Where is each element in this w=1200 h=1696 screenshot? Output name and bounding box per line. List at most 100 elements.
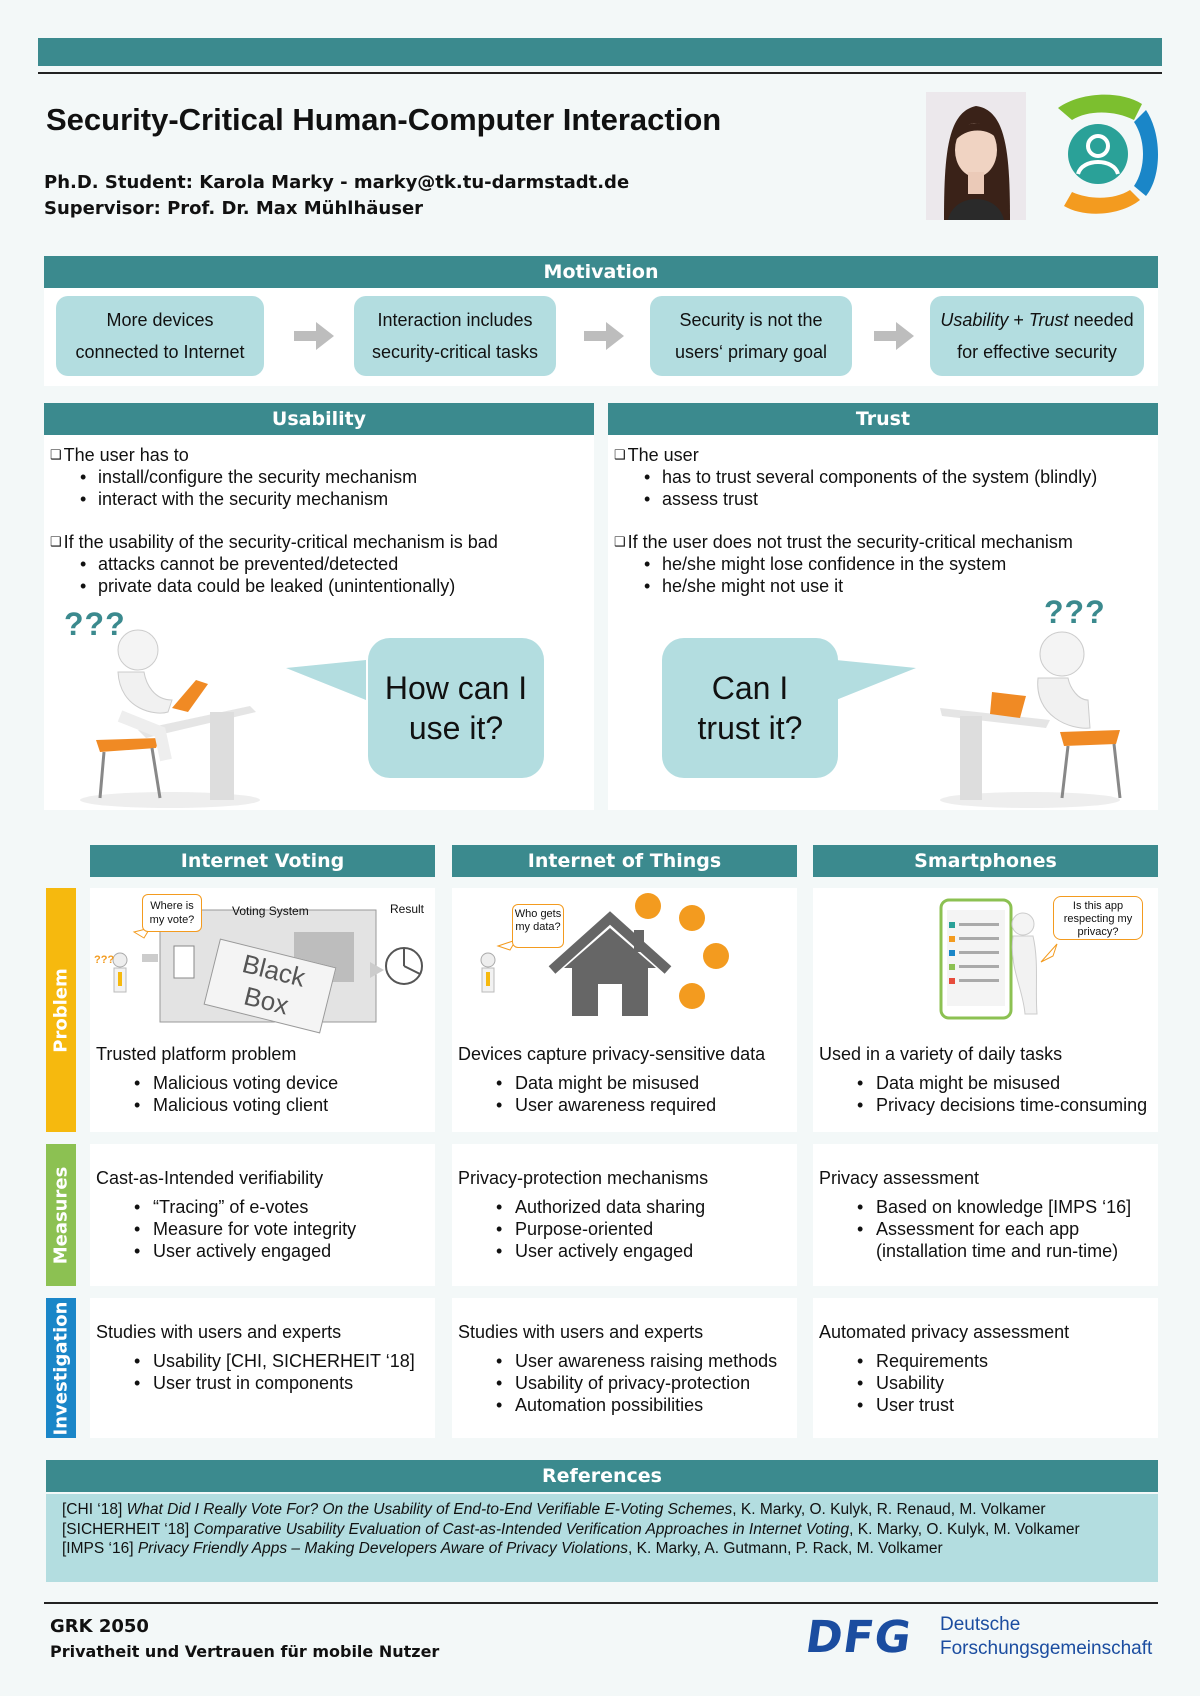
list-item: private data could be leaked (unintentio… <box>78 575 455 597</box>
reference-authors: , K. Marky, O. Kulyk, R. Renaud, M. Volk… <box>732 1501 1046 1518</box>
list-item: Automation possibilities <box>496 1394 777 1416</box>
footer-subtitle: Privatheit und Vertrauen für mobile Nutz… <box>50 1642 440 1661</box>
reference-tag: [SICHERHEIT ‘18] <box>62 1520 194 1538</box>
investigation-title: Studies with users and experts <box>96 1322 342 1342</box>
list-item: Privacy decisions time-consuming <box>857 1094 1147 1116</box>
list-item: Purpose-oriented <box>496 1218 705 1240</box>
list-item: “Tracing” of e-votes <box>134 1196 356 1218</box>
question-marks: ??? <box>1044 594 1106 630</box>
motivation-box-3-line2: users‘ primary goal <box>674 342 828 362</box>
supervisor-line: Supervisor: Prof. Dr. Max Mühlhäuser <box>44 198 424 219</box>
reference-item: [IMPS ‘16] Privacy Friendly Apps – Makin… <box>62 1539 1142 1559</box>
measures-bullets: “Tracing” of e-votes Measure for vote in… <box>134 1196 356 1262</box>
list-item: User awareness raising methods <box>496 1350 777 1372</box>
motivation-trust-word: Trust <box>1028 310 1069 330</box>
list-item: Data might be misused <box>857 1072 1147 1094</box>
list-item: User actively engaged <box>134 1240 356 1262</box>
footer-grk: GRK 2050 <box>50 1616 149 1637</box>
motivation-usability-word: Usability <box>940 310 1009 330</box>
person-at-laptop-illustration <box>940 631 1122 808</box>
list-item: Usability [CHI, SICHERHEIT ‘18] <box>134 1350 415 1372</box>
grk-logo-icon <box>1050 88 1160 220</box>
result-label: Result <box>390 902 425 916</box>
motivation-box-2-line2: security-critical tasks <box>371 342 539 362</box>
usability-item-2-bullets: attacks cannot be prevented/detected pri… <box>78 553 455 597</box>
motivation-box-2-line1: Interaction includes <box>377 310 533 330</box>
motivation-box-4: Usability + Trust needed for effective s… <box>930 296 1144 376</box>
list-item: Data might be misused <box>496 1072 716 1094</box>
bubble-line-1: How can I <box>384 670 528 706</box>
motivation-box-3-line1: Security is not the <box>679 310 823 330</box>
measures-bullets: Authorized data sharing Purpose-oriented… <box>496 1196 705 1262</box>
reference-title: What Did I Really Vote For? On the Usabi… <box>126 1501 733 1518</box>
investigation-bullets: Requirements Usability User trust <box>857 1350 988 1416</box>
poster-title: Security-Critical Human-Computer Interac… <box>46 102 722 137</box>
measures-title: Privacy assessment <box>819 1168 980 1188</box>
list-item: interact with the security mechanism <box>78 488 417 510</box>
usability-item-1: The user has to <box>50 444 189 466</box>
list-item: User actively engaged <box>496 1240 705 1262</box>
column-header-internet-voting: Internet Voting <box>90 845 435 877</box>
footer-rule <box>44 1602 1158 1604</box>
trust-item-2-bullets: he/she might lose confidence in the syst… <box>642 553 1006 597</box>
usability-item-1-bullets: install/configure the security mechanism… <box>78 466 417 510</box>
problem-title: Devices capture privacy-sensitive data <box>458 1044 766 1064</box>
investigation-title: Automated privacy assessment <box>819 1322 1070 1342</box>
investigation-cell-internet-of-things: Studies with users and experts User awar… <box>452 1298 797 1438</box>
investigation-bullets: Usability [CHI, SICHERHEIT ‘18] User tru… <box>134 1350 415 1394</box>
trust-item-1: The user <box>614 444 699 466</box>
privacy-question-callout: Is this app respecting my privacy? <box>1053 896 1143 940</box>
list-item: he/she might not use it <box>642 575 1006 597</box>
top-banner <box>38 38 1162 66</box>
motivation-header: Motivation <box>44 256 1158 288</box>
reference-title: Comparative Usability Evaluation of Cast… <box>193 1520 850 1538</box>
voting-system-label: Voting System <box>232 904 309 918</box>
student-line: Ph.D. Student: Karola Marky - marky@tk.t… <box>44 172 630 193</box>
list-item: Malicious voting client <box>134 1094 338 1116</box>
row-label-investigation-text: Investigation <box>50 1301 72 1435</box>
bubble-line-1: Can I <box>711 670 789 706</box>
motivation-needed: needed <box>1068 310 1134 330</box>
measures-cell-internet-voting: Cast-as-Intended verifiability “Tracing”… <box>90 1144 435 1286</box>
reference-item: [CHI ‘18] What Did I Really Vote For? On… <box>62 1500 1142 1520</box>
problem-title: Used in a variety of daily tasks <box>819 1044 1063 1064</box>
bubble-line-2: trust it? <box>697 710 803 746</box>
reference-authors: , K. Marky, O. Kulyk, M. Volkamer <box>849 1520 1080 1538</box>
bubble-line-2: use it? <box>408 710 504 746</box>
motivation-box-1-line2: connected to Internet <box>75 342 245 362</box>
list-item: attacks cannot be prevented/detected <box>78 553 455 575</box>
motivation-box-3: Security is not the users‘ primary goal <box>650 296 852 376</box>
row-label-problem-text: Problem <box>50 967 72 1053</box>
portrait-photo <box>926 92 1026 220</box>
measures-cell-internet-of-things: Privacy-protection mechanisms Authorized… <box>452 1144 797 1286</box>
motivation-plus: + <box>1008 310 1029 330</box>
list-item: User awareness required <box>496 1094 716 1116</box>
problem-cell-internet-of-things: Who gets my data? Devices capture privac… <box>452 888 797 1132</box>
measures-title: Cast-as-Intended verifiability <box>96 1168 324 1188</box>
problem-bullets: Data might be misused User awareness req… <box>496 1072 716 1116</box>
reference-title: Privacy Friendly Apps – Making Developer… <box>137 1540 628 1557</box>
top-rule <box>38 72 1162 74</box>
investigation-title: Studies with users and experts <box>458 1322 704 1342</box>
trust-speech-bubble: Can I trust it? <box>662 638 838 778</box>
problem-bullets: Malicious voting device Malicious voting… <box>134 1072 338 1116</box>
reference-tag: [IMPS ‘16] <box>62 1540 138 1557</box>
row-label-measures-text: Measures <box>50 1166 72 1264</box>
usability-speech-bubble: How can I use it? <box>368 638 544 778</box>
measures-cell-smartphones: Privacy assessment Based on knowledge [I… <box>813 1144 1158 1286</box>
usability-header: Usability <box>44 403 594 435</box>
smartphone-illustration <box>939 898 1058 1020</box>
list-item: Malicious voting device <box>134 1072 338 1094</box>
list-item: Based on knowledge [IMPS ‘16] <box>857 1196 1131 1218</box>
list-item: install/configure the security mechanism <box>78 466 417 488</box>
reference-tag: [CHI ‘18] <box>62 1501 127 1518</box>
motivation-box-2: Interaction includes security-critical ta… <box>354 296 556 376</box>
row-label-measures: Measures <box>46 1144 76 1286</box>
list-item: Assessment for each app <box>857 1218 1131 1240</box>
references-header: References <box>46 1460 1158 1492</box>
trust-item-2: If the user does not trust the security-… <box>614 531 1073 553</box>
column-header-smartphones: Smartphones <box>813 845 1158 877</box>
problem-title: Trusted platform problem <box>96 1044 297 1064</box>
dfg-line-1: Deutsche <box>940 1614 1021 1635</box>
